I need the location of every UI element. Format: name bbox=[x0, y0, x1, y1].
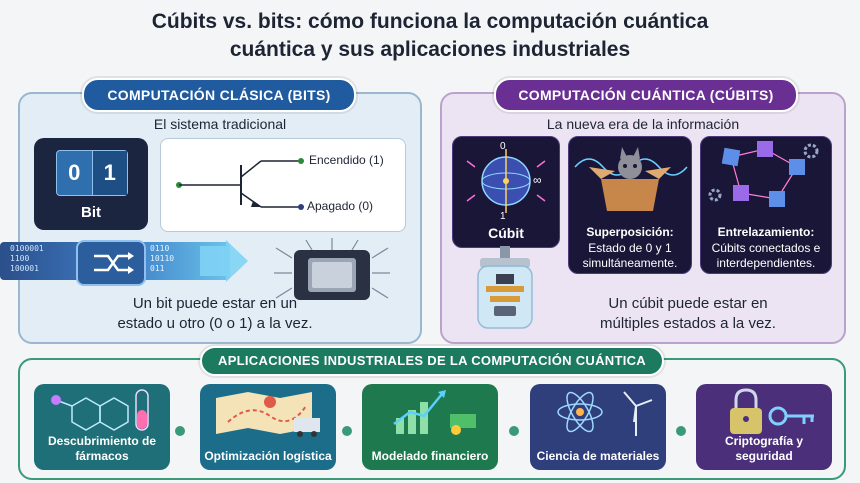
stream-bits-right: 0110 10110 011 bbox=[150, 244, 210, 274]
connector-dot bbox=[509, 426, 519, 436]
classic-caption-line-1: Un bit puede estar en un bbox=[132, 295, 298, 312]
app-label-materials: Ciencia de materiales bbox=[536, 449, 660, 463]
app-card-finance: Modelado financiero bbox=[362, 384, 498, 470]
app-label-finance: Modelado financiero bbox=[371, 449, 489, 463]
stream-bit: 0110 bbox=[150, 244, 170, 253]
app-label-drug-discovery: Descubrimiento de fármacos bbox=[47, 434, 157, 463]
app-card-materials: Ciencia de materiales bbox=[530, 384, 666, 470]
app-card-drug-discovery: Descubrimiento de fármacos bbox=[34, 384, 170, 470]
bit-digit-1: 1 bbox=[92, 151, 127, 195]
bloch-sphere-icon bbox=[466, 149, 546, 213]
connector-dot bbox=[676, 426, 686, 436]
app-card-cryptography: Criptografía y seguridad bbox=[696, 384, 832, 470]
classic-caption-line-2: estado u otro (0 o 1) a la vez. bbox=[117, 315, 313, 332]
quantum-cryostat-icon bbox=[470, 246, 540, 332]
cat-in-box-icon bbox=[574, 147, 688, 211]
atom-turbine-icon bbox=[557, 391, 653, 436]
quantum-header: COMPUTACIÓN CUÁNTICA (CÚBITS) bbox=[494, 78, 798, 112]
page-title: Cúbits vs. bits: cómo funciona la comput… bbox=[0, 8, 860, 64]
qubit-card: 0 1 ∞ Cúbit bbox=[452, 136, 560, 248]
bit-label: Bit bbox=[81, 204, 101, 221]
stream-bit: 0100001 bbox=[10, 244, 44, 253]
arrow-icon bbox=[200, 240, 248, 282]
transistor-icon bbox=[176, 158, 304, 210]
quantum-caption-line-1: Un cúbit puede estar en bbox=[608, 295, 768, 312]
bit-display: 0 1 bbox=[56, 150, 128, 196]
map-truck-icon bbox=[216, 392, 320, 437]
classic-caption: Un bit puede estar en un estado u otro (… bbox=[60, 294, 370, 334]
superposition-card: Superposición: Estado de 0 y 1 simultáne… bbox=[568, 136, 692, 274]
stream-bit: 011 bbox=[150, 264, 165, 273]
classic-subtitle: El sistema tradicional bbox=[153, 116, 287, 132]
title-line-1: Cúbits vs. bits: cómo funciona la comput… bbox=[151, 10, 709, 33]
title-line-2: cuántica y sus aplicaciones industriales bbox=[229, 38, 631, 61]
stream-bits-left: 0100001 1100 100001 bbox=[10, 244, 80, 274]
bit-digit-0: 0 bbox=[68, 160, 81, 185]
cpu-chip-icon bbox=[272, 238, 392, 308]
finance-chart-icon bbox=[393, 390, 476, 435]
shuffle-box bbox=[76, 240, 146, 286]
stream-bit: 1100 bbox=[10, 254, 30, 263]
entanglement-card: Entrelazamiento: Cúbits conectados e int… bbox=[700, 136, 832, 274]
data-stream: 0100001 1100 100001 0110 10110 011 bbox=[0, 236, 250, 286]
sphere-label-1: 1 bbox=[500, 211, 506, 222]
switch-on-label: Encendido (1) bbox=[309, 153, 384, 167]
molecule-icon bbox=[51, 389, 149, 431]
connector-dot bbox=[342, 426, 352, 436]
quantum-subtitle: La nueva era de la información bbox=[546, 116, 740, 132]
app-label-logistics: Optimización logística bbox=[204, 449, 332, 463]
bit-card: 0 1 Bit bbox=[34, 138, 148, 230]
entangled-cubes-icon bbox=[708, 141, 819, 207]
sphere-label-0: 0 bbox=[500, 141, 506, 152]
stream-bit: 100001 bbox=[10, 264, 39, 273]
superposition-text: Estado de 0 y 1 simultáneamente. bbox=[582, 241, 678, 270]
switch-off-label: Apagado (0) bbox=[307, 199, 374, 213]
lock-key-icon bbox=[730, 388, 814, 434]
superposition-title: Superposición: bbox=[586, 225, 674, 239]
stream-bit: 10110 bbox=[150, 254, 175, 263]
app-label-cryptography: Criptografía y seguridad bbox=[724, 434, 803, 463]
entanglement-title: Entrelazamiento: bbox=[717, 225, 815, 239]
entanglement-text: Cúbits conectados e interdependientes. bbox=[711, 241, 821, 270]
qubit-label: Cúbit bbox=[488, 225, 524, 241]
applications-header: APLICACIONES INDUSTRIALES DE LA COMPUTAC… bbox=[200, 346, 664, 376]
app-card-logistics: Optimización logística bbox=[200, 384, 336, 470]
shuffle-icon bbox=[94, 252, 134, 274]
transistor-card: Encendido (1) Apagado (0) bbox=[160, 138, 406, 232]
quantum-caption-line-2: múltiples estados a la vez. bbox=[600, 315, 776, 332]
quantum-caption: Un cúbit puede estar en múltiples estado… bbox=[548, 294, 828, 334]
sphere-label-inf: ∞ bbox=[533, 173, 542, 187]
connector-dot bbox=[175, 426, 185, 436]
classic-header: COMPUTACIÓN CLÁSICA (BITS) bbox=[82, 78, 356, 112]
